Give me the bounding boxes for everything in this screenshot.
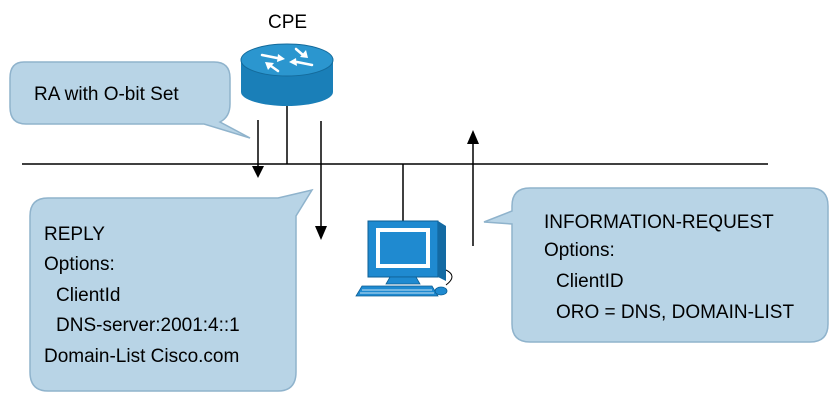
reply-callout: REPLY Options: ClientId DNS-server:2001:…	[29, 188, 314, 392]
reply-line-domain: Domain-List Cisco.com	[44, 346, 239, 367]
request-line-title: INFORMATION-REQUEST	[544, 212, 774, 233]
reply-line-clientid: ClientId	[56, 285, 120, 306]
router-icon	[240, 43, 334, 106]
reply-arrow	[315, 121, 327, 240]
ra-callout-text: RA with O-bit Set	[34, 84, 179, 105]
request-line-clientid: ClientID	[556, 271, 624, 292]
ra-arrow	[252, 120, 264, 178]
request-line-oro: ORO = DNS, DOMAIN-LIST	[556, 302, 794, 323]
ra-callout: RA with O-bit Set	[9, 61, 251, 139]
request-line-options: Options:	[544, 240, 615, 261]
reply-line-options: Options:	[44, 254, 115, 275]
request-callout: INFORMATION-REQUEST Options: ClientID OR…	[483, 187, 829, 343]
router-label: CPE	[268, 12, 307, 33]
reply-line-dns: DNS-server:2001:4::1	[56, 315, 240, 336]
computer-icon	[355, 220, 453, 297]
request-arrow	[467, 130, 479, 246]
reply-line-title: REPLY	[44, 224, 105, 245]
